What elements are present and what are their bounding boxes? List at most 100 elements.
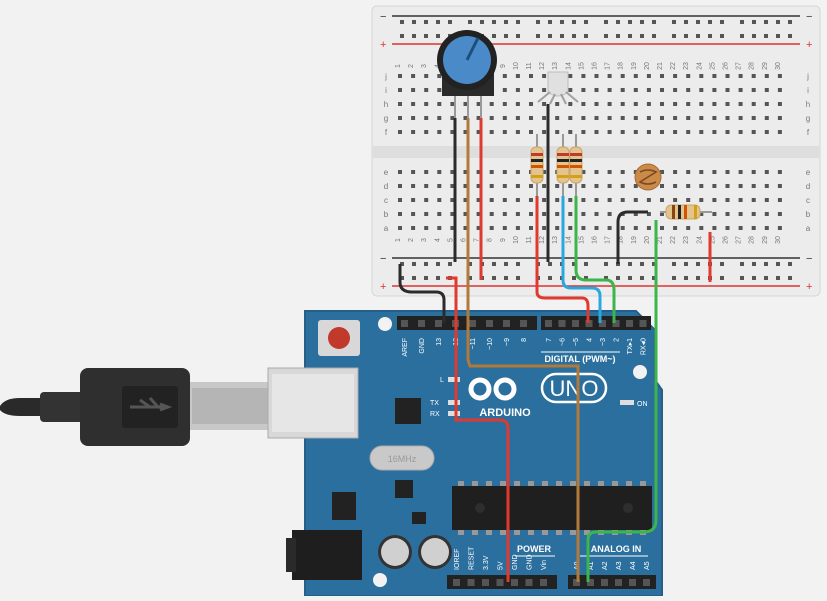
breadboard-hole[interactable] bbox=[751, 184, 756, 188]
breadboard-hole[interactable] bbox=[411, 212, 416, 216]
breadboard-hole[interactable] bbox=[660, 226, 664, 230]
rail-hole[interactable] bbox=[584, 34, 588, 38]
breadboard-hole[interactable] bbox=[502, 212, 507, 216]
breadboard-hole[interactable] bbox=[764, 74, 769, 78]
rail-hole[interactable] bbox=[516, 20, 520, 24]
rail-hole[interactable] bbox=[400, 20, 404, 24]
breadboard-hole[interactable] bbox=[712, 226, 717, 230]
rail-hole[interactable] bbox=[764, 34, 768, 38]
rail-hole[interactable] bbox=[536, 20, 540, 24]
breadboard-hole[interactable] bbox=[529, 130, 533, 134]
breadboard-hole[interactable] bbox=[751, 226, 756, 230]
breadboard-hole[interactable] bbox=[450, 116, 455, 120]
breadboard-hole[interactable] bbox=[751, 170, 756, 174]
breadboard-hole[interactable] bbox=[411, 130, 416, 134]
breadboard-hole[interactable] bbox=[699, 74, 704, 78]
rail-hole[interactable] bbox=[764, 262, 768, 266]
breadboard-hole[interactable] bbox=[738, 102, 743, 106]
rail-hole[interactable] bbox=[516, 276, 520, 280]
rail-hole[interactable] bbox=[672, 276, 676, 280]
rail-hole[interactable] bbox=[468, 276, 472, 280]
breadboard-hole[interactable] bbox=[411, 184, 416, 188]
rail-hole[interactable] bbox=[696, 20, 700, 24]
rail-hole[interactable] bbox=[788, 262, 792, 266]
rail-hole[interactable] bbox=[516, 34, 520, 38]
breadboard-hole[interactable] bbox=[751, 198, 756, 202]
rail-hole[interactable] bbox=[652, 20, 656, 24]
breadboard-hole[interactable] bbox=[424, 226, 429, 230]
header-pin[interactable] bbox=[585, 320, 593, 327]
breadboard-hole[interactable] bbox=[751, 130, 756, 134]
rail-hole[interactable] bbox=[504, 276, 508, 280]
breadboard-hole[interactable] bbox=[777, 88, 782, 92]
breadboard-hole[interactable] bbox=[712, 212, 717, 216]
breadboard-hole[interactable] bbox=[646, 116, 651, 120]
breadboard-hole[interactable] bbox=[646, 130, 651, 134]
breadboard-hole[interactable] bbox=[398, 198, 402, 202]
breadboard-hole[interactable] bbox=[463, 170, 468, 174]
breadboard-hole[interactable] bbox=[411, 74, 416, 78]
breadboard-hole[interactable] bbox=[764, 88, 769, 92]
rail-hole[interactable] bbox=[640, 34, 644, 38]
breadboard-hole[interactable] bbox=[764, 130, 769, 134]
breadboard-hole[interactable] bbox=[555, 226, 560, 230]
breadboard-hole[interactable] bbox=[633, 130, 638, 134]
breadboard-hole[interactable] bbox=[646, 102, 651, 106]
breadboard-hole[interactable] bbox=[633, 88, 638, 92]
breadboard-hole[interactable] bbox=[620, 184, 625, 188]
breadboard-hole[interactable] bbox=[673, 226, 678, 230]
breadboard-hole[interactable] bbox=[568, 130, 573, 134]
breadboard-hole[interactable] bbox=[633, 226, 638, 230]
breadboard-hole[interactable] bbox=[660, 212, 664, 216]
breadboard-hole[interactable] bbox=[502, 74, 507, 78]
breadboard-hole[interactable] bbox=[738, 184, 743, 188]
breadboard-hole[interactable] bbox=[398, 116, 402, 120]
breadboard-hole[interactable] bbox=[450, 198, 455, 202]
breadboard-hole[interactable] bbox=[725, 88, 730, 92]
breadboard-hole[interactable] bbox=[398, 88, 402, 92]
breadboard-hole[interactable] bbox=[542, 212, 547, 216]
breadboard-hole[interactable] bbox=[660, 184, 664, 188]
breadboard-hole[interactable] bbox=[673, 184, 678, 188]
breadboard-hole[interactable] bbox=[620, 88, 625, 92]
rail-hole[interactable] bbox=[604, 34, 608, 38]
breadboard-hole[interactable] bbox=[463, 184, 468, 188]
breadboard-hole[interactable] bbox=[515, 102, 520, 106]
header-pin[interactable] bbox=[467, 579, 475, 586]
header-pin[interactable] bbox=[520, 320, 527, 327]
breadboard-hole[interactable] bbox=[751, 74, 756, 78]
rail-hole[interactable] bbox=[672, 34, 676, 38]
rail-hole[interactable] bbox=[604, 20, 608, 24]
breadboard-hole[interactable] bbox=[725, 170, 730, 174]
rail-hole[interactable] bbox=[640, 20, 644, 24]
breadboard-hole[interactable] bbox=[437, 130, 442, 134]
breadboard-hole[interactable] bbox=[424, 102, 429, 106]
breadboard-hole[interactable] bbox=[594, 130, 599, 134]
breadboard-hole[interactable] bbox=[738, 198, 743, 202]
breadboard-hole[interactable] bbox=[673, 116, 678, 120]
rail-hole[interactable] bbox=[548, 276, 552, 280]
breadboard-hole[interactable] bbox=[594, 170, 599, 174]
rail-hole[interactable] bbox=[696, 276, 700, 280]
breadboard-hole[interactable] bbox=[777, 226, 782, 230]
rail-hole[interactable] bbox=[776, 262, 780, 266]
breadboard-hole[interactable] bbox=[502, 184, 507, 188]
breadboard-hole[interactable] bbox=[620, 130, 625, 134]
breadboard-hole[interactable] bbox=[450, 212, 455, 216]
rail-hole[interactable] bbox=[516, 262, 520, 266]
breadboard-hole[interactable] bbox=[542, 184, 547, 188]
breadboard-hole[interactable] bbox=[581, 226, 586, 230]
rail-hole[interactable] bbox=[720, 34, 724, 38]
breadboard-hole[interactable] bbox=[398, 130, 402, 134]
breadboard-hole[interactable] bbox=[502, 170, 507, 174]
breadboard-hole[interactable] bbox=[437, 198, 442, 202]
rail-hole[interactable] bbox=[720, 276, 724, 280]
rail-hole[interactable] bbox=[412, 276, 416, 280]
breadboard-hole[interactable] bbox=[673, 74, 678, 78]
breadboard-hole[interactable] bbox=[450, 102, 455, 106]
rail-hole[interactable] bbox=[720, 20, 724, 24]
breadboard-hole[interactable] bbox=[646, 74, 651, 78]
header-pin[interactable] bbox=[599, 320, 606, 327]
header-pin[interactable] bbox=[639, 320, 647, 327]
header-pin[interactable] bbox=[587, 579, 594, 586]
